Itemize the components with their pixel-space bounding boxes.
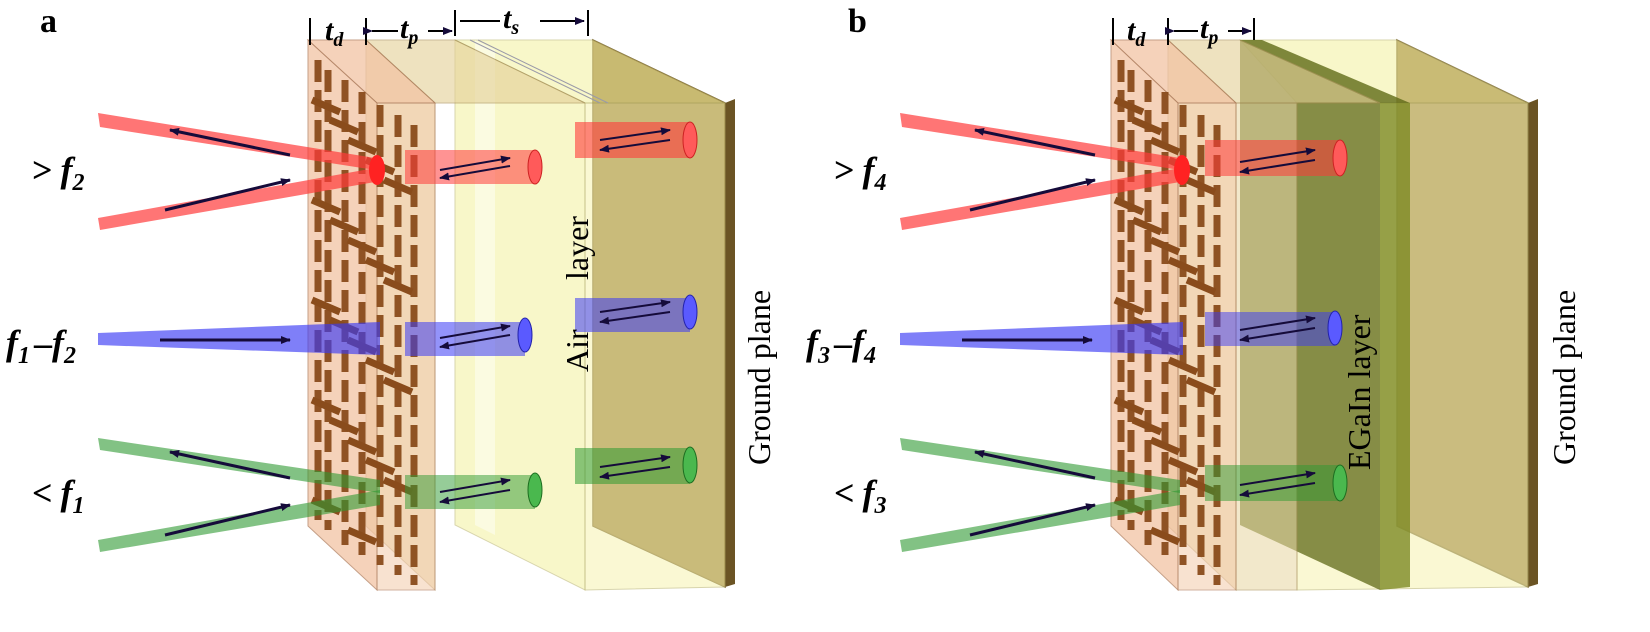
thickness-annotations-b — [1112, 18, 1255, 45]
beam-green-a — [98, 438, 698, 552]
freq-bot-a: <f1 — [32, 473, 85, 519]
beam-red-b — [900, 113, 1348, 230]
freq-bot-b: <f3 — [834, 473, 887, 519]
beam-blue-b — [900, 310, 1343, 355]
panel-a: a — [6, 2, 777, 592]
freq-mid-a: f1–f2 — [6, 323, 76, 369]
panel-b: b — [806, 3, 1582, 592]
beam-red-a — [98, 113, 698, 230]
ground-plane-label-a: Ground plane — [741, 290, 777, 465]
td-label-b: td — [1127, 14, 1146, 51]
air-label-a: Air — [559, 329, 595, 372]
panel-a-label: a — [40, 3, 57, 40]
tp-label-a: tp — [400, 12, 418, 49]
beam-green-b — [900, 438, 1348, 552]
egain-label-b: EGaIn layer — [1341, 314, 1377, 470]
ground-plane-label-b: Ground plane — [1546, 290, 1582, 465]
layer-label-a: layer — [559, 216, 595, 280]
freq-mid-b: f3–f4 — [806, 323, 876, 369]
thickness-annotations-a — [309, 10, 589, 45]
ts-label-a: ts — [503, 2, 519, 39]
freq-top-a: >f2 — [32, 150, 85, 196]
td-label-a: td — [325, 14, 344, 51]
beam-blue-a — [98, 294, 698, 356]
tp-label-b: tp — [1200, 12, 1218, 49]
freq-top-b: >f4 — [834, 150, 887, 196]
panel-b-label: b — [848, 3, 867, 40]
